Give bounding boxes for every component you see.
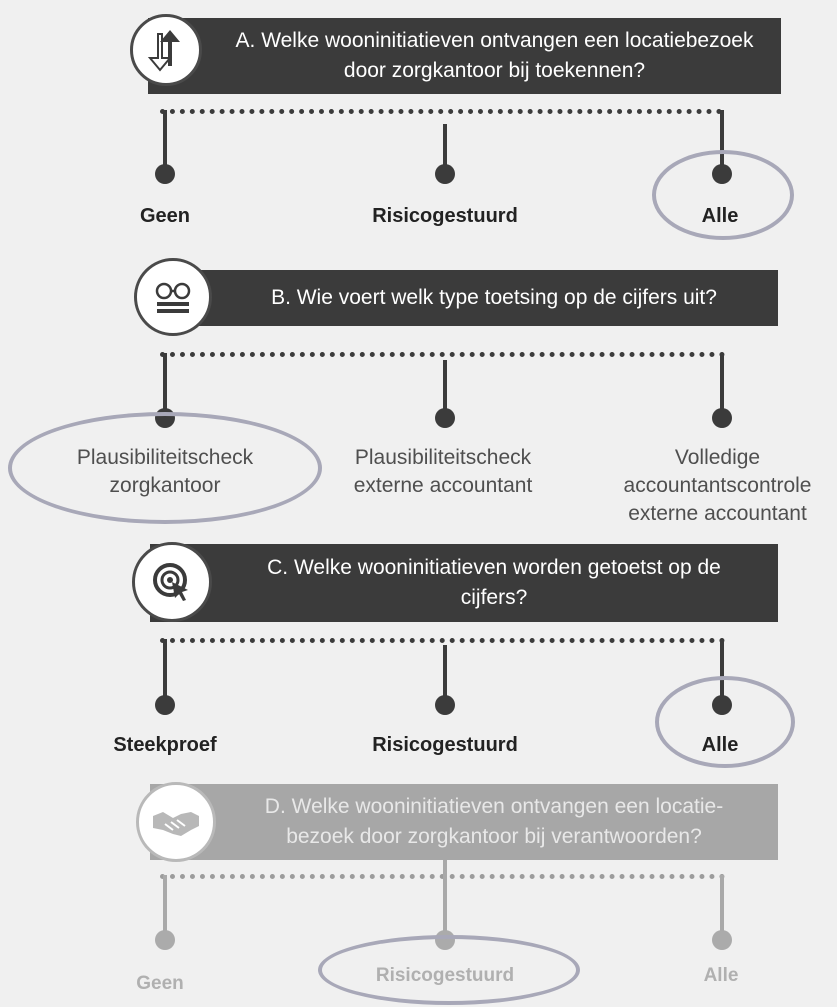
option-dot xyxy=(712,930,732,950)
connector-stem xyxy=(443,645,447,701)
option-label-line: externe accountant xyxy=(353,474,533,497)
question-c-text: C. Welke wooninitiatieven worden getoets… xyxy=(267,556,721,609)
selected-highlight-a xyxy=(652,150,794,240)
option-dot xyxy=(712,408,732,428)
option-d-geen: Geen xyxy=(136,973,184,994)
option-label-line: Volledige xyxy=(674,446,761,469)
connector-stem xyxy=(163,353,167,415)
selected-highlight-c xyxy=(655,676,795,768)
connector-stem xyxy=(720,353,724,415)
question-b-text: B. Wie voert welk type toetsing op de ci… xyxy=(271,286,717,309)
question-d-badge xyxy=(136,782,216,862)
question-d-text: D. Welke wooninitiatieven ontvangen een … xyxy=(264,795,724,848)
question-b-badge xyxy=(134,258,212,336)
option-label-line: externe accountant xyxy=(628,502,807,525)
connector-stem xyxy=(443,360,447,415)
option-dot xyxy=(155,930,175,950)
connector-stem xyxy=(163,875,167,937)
question-a-text: A. Welke wooninitiatieven ontvangen een … xyxy=(235,29,754,82)
question-d-banner: D. Welke wooninitiatieven ontvangen een … xyxy=(150,784,778,860)
question-a-banner: A. Welke wooninitiatieven ontvangen een … xyxy=(148,18,781,94)
option-label-line: Plausibiliteitscheck xyxy=(354,446,532,469)
connector-stem xyxy=(443,124,447,172)
question-c-badge xyxy=(132,542,212,622)
option-a-risicogestuurd: Risicogestuurd xyxy=(372,205,518,227)
option-c-risicogestuurd: Risicogestuurd xyxy=(372,734,518,756)
selected-highlight-b xyxy=(8,412,322,524)
connector-stem xyxy=(163,110,167,172)
connector-stem xyxy=(720,875,724,937)
option-dot xyxy=(435,408,455,428)
question-b-banner: B. Wie voert welk type toetsing op de ci… xyxy=(150,270,778,326)
up-down-arrows-icon xyxy=(147,30,180,72)
option-d-alle: Alle xyxy=(703,965,739,986)
option-dot xyxy=(435,695,455,715)
connector-stem xyxy=(720,110,724,172)
option-dot xyxy=(155,164,175,184)
option-a-geen: Geen xyxy=(139,205,191,227)
question-c-connector xyxy=(160,638,725,643)
option-dot xyxy=(155,695,175,715)
question-b-connector xyxy=(160,352,725,357)
target-cursor-icon xyxy=(153,563,188,601)
question-d-connector xyxy=(160,874,725,879)
selected-highlight-d xyxy=(318,935,580,1005)
option-dot xyxy=(435,164,455,184)
option-b-plausibiliteitscheck-externe: Plausibiliteitscheck externe accountant xyxy=(315,444,571,500)
option-c-steekproef: Steekproef xyxy=(113,734,217,756)
glasses-on-document-icon xyxy=(155,282,191,313)
option-b-volledige-accountantscontrole: Volledige accountantscontrole externe ac… xyxy=(598,444,837,528)
connector-stem xyxy=(443,860,447,937)
option-label-line: accountantscontrole xyxy=(623,474,812,497)
connector-stem xyxy=(163,639,167,701)
question-c-banner: C. Welke wooninitiatieven worden getoets… xyxy=(150,544,778,622)
handshake-icon xyxy=(153,812,199,836)
question-a-badge xyxy=(130,14,202,86)
connector-stem xyxy=(720,639,724,701)
question-a-connector xyxy=(160,109,722,114)
